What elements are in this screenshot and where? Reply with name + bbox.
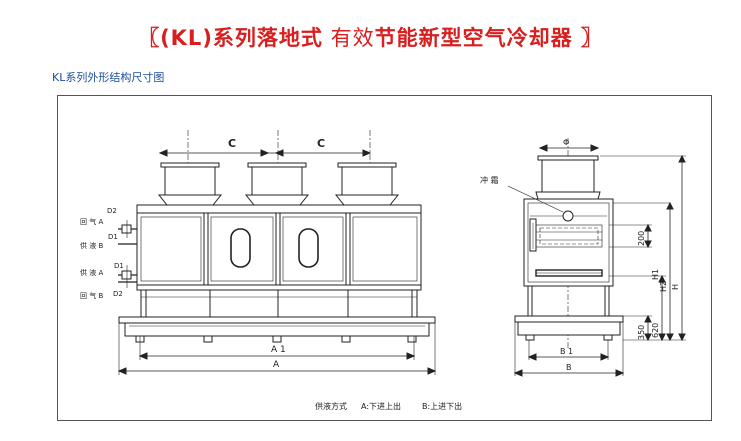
label-supply-a: 供 液 A [80, 268, 103, 277]
dim-620: 620 [651, 323, 660, 338]
dim-350: 350 [637, 325, 646, 340]
label-return-b: 回 气 B [80, 291, 103, 300]
note-option-b: B:上进下出 [422, 401, 462, 411]
dim-h: H [671, 284, 680, 290]
label-d2-bottom: D2 [113, 290, 123, 298]
fan-1 [157, 162, 223, 206]
fan-3 [334, 162, 400, 206]
dim-h1: H1 [651, 269, 660, 280]
title-bracket-right: 〗 [572, 26, 603, 50]
drawing-frame [57, 95, 712, 421]
supply-method-note: 供液方式 A:下进上出 B:上进下出 [315, 401, 462, 411]
page-title: 〖(KL)系列落地式 有效节能新型空气冷却器 〗 [0, 22, 741, 52]
dim-b: B [566, 363, 572, 372]
dim-phi: Φ [563, 138, 569, 147]
note-label: 供液方式 [315, 401, 347, 411]
label-d1-bottom: D1 [114, 262, 124, 270]
label-d1-top: D1 [108, 233, 118, 241]
dim-a: A [273, 360, 280, 370]
note-option-a: A:下进上出 [361, 401, 401, 411]
title-bold-part: (KL)系列落地式 [160, 26, 323, 50]
dim-a1: A 1 [271, 345, 286, 355]
dim-200: 200 [637, 231, 646, 246]
front-view: C C [80, 130, 437, 375]
title-bold-part-2: 节能新型空气冷却器 [374, 26, 573, 50]
dim-b1: B 1 [560, 347, 573, 356]
side-view: Φ 冲 霜 [480, 138, 686, 377]
drawing-subtitle: KL系列外形结构尺寸图 [52, 71, 165, 84]
inspection-window-left [230, 228, 251, 268]
dim-c-right: C [317, 137, 325, 150]
label-return-a: 回 气 A [80, 217, 103, 226]
label-flush: 冲 霜 [480, 175, 499, 185]
label-supply-b: 供 液 B [80, 241, 103, 250]
title-light-part: 有效 [322, 26, 375, 50]
inspection-window-right [298, 228, 319, 268]
fan-2 [244, 162, 310, 206]
dim-c-left: C [228, 137, 236, 150]
title-bracket-left: 〖 [138, 26, 161, 50]
dim-h2: H2 [659, 281, 668, 292]
label-d2-top: D2 [107, 207, 117, 215]
